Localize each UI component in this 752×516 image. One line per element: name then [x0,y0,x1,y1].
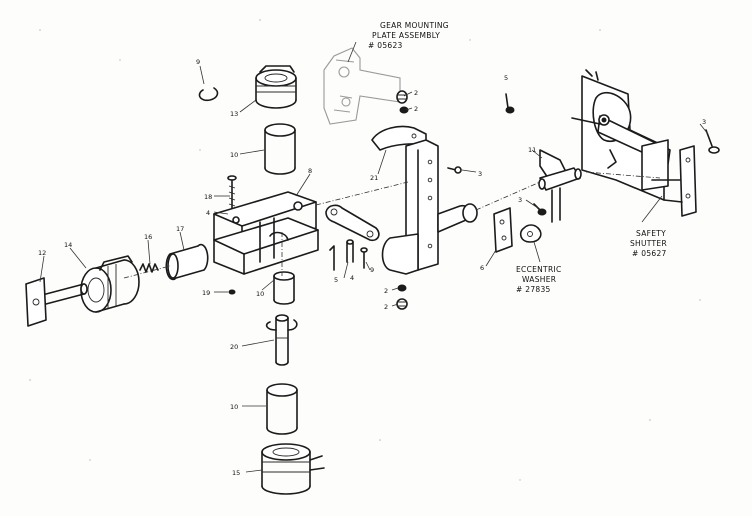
gear-plate-line1: GEAR MOUNTING [380,21,449,30]
callout-8: 8 [308,167,312,175]
nut-2-upper-a [396,90,408,104]
callout-3-right: 3 [702,118,706,126]
callout-2-lower-a: 2 [384,287,388,295]
nut-2-lower-b [396,298,408,310]
callout-10-middle: 10 [256,290,264,298]
nut-2-upper-b [399,106,409,114]
alignment-axes [123,171,661,279]
eccentric-washer-line1: ECCENTRIC [516,265,562,274]
callout-2-upper-b: 2 [414,105,418,113]
caption-gear-mounting-plate: GEAR MOUNTING PLATE ASSEMBLY # 05623 [368,21,449,50]
screw-3-lower [533,203,547,216]
bushing-10-bottom [266,383,298,435]
callout-5-upper: 5 [504,74,508,82]
eccentric-washer-line2: WASHER [522,275,556,284]
plate-6 [493,207,513,253]
callout-11: 11 [528,146,536,154]
callout-9-lower: 9 [370,266,374,274]
spring-16 [139,263,159,273]
callout-3-middle: 3 [478,170,482,178]
callout-21: 21 [370,174,378,182]
retaining-clip-9 [198,87,219,102]
callout-4-bracket: 4 [206,209,210,217]
callout-3-lower: 3 [518,196,522,204]
callout-17: 17 [176,225,184,233]
safety-shutter-part-no: # 05627 [632,249,667,258]
safety-shutter-line1: SAFETY [636,229,666,238]
bracket-11 [538,149,582,223]
callout-19: 19 [202,289,210,297]
gear-14 [80,255,140,313]
bracket-8 [213,191,319,275]
pin-9-lower [360,247,368,269]
callout-10-top: 10 [230,151,238,159]
eccentric-washer-part-no: # 27835 [516,285,551,294]
bushing-10-middle [273,271,295,305]
callout-15: 15 [232,469,240,477]
gear-13 [255,65,297,109]
pin-3-left [329,245,335,271]
gear-plate-line2: PLATE ASSEMBLY [372,31,440,40]
support-frame-21 [371,125,478,275]
callout-18: 18 [204,193,212,201]
callout-4-lower: 4 [350,274,354,282]
pin-4-lower [346,239,354,263]
callout-13: 13 [230,110,238,118]
callout-6: 6 [480,264,484,272]
callout-9-clip: 9 [196,58,200,66]
callout-2-lower-b: 2 [384,303,388,311]
callout-14: 14 [64,241,72,249]
callout-12: 12 [38,249,46,257]
caption-eccentric-washer: ECCENTRIC WASHER # 27835 [516,265,562,294]
callout-10-bottom: 10 [230,403,238,411]
part-callouts: 9 13 10 18 4 8 16 17 14 12 10 19 20 10 1… [38,58,706,477]
cylinder-17 [165,243,209,281]
gear-mounting-plate-phantom [323,47,401,125]
link-plate-4 [325,204,380,242]
callout-5-lower: 5 [334,276,338,284]
callout-20: 20 [230,343,238,351]
nut-2-lower-a [397,284,407,292]
callout-16: 16 [144,233,152,241]
safety-shutter-line2: SHUTTER [630,239,667,248]
shaft-20 [265,314,298,366]
shaft-12 [25,277,88,327]
screw-3-middle [447,166,462,174]
paper-speckle [29,19,701,481]
gear-plate-part-no: # 05623 [368,41,403,50]
callout-2-upper-a: 2 [414,89,418,97]
washer-19 [228,289,236,295]
safety-shutter-assembly [571,69,697,217]
caption-safety-shutter: SAFETY SHUTTER # 05627 [630,229,667,258]
bushing-10-top [264,123,296,175]
screw-5-upper [505,93,515,114]
callout-leaders [39,41,709,473]
eccentric-washer [519,224,542,243]
gear-15 [261,443,325,495]
